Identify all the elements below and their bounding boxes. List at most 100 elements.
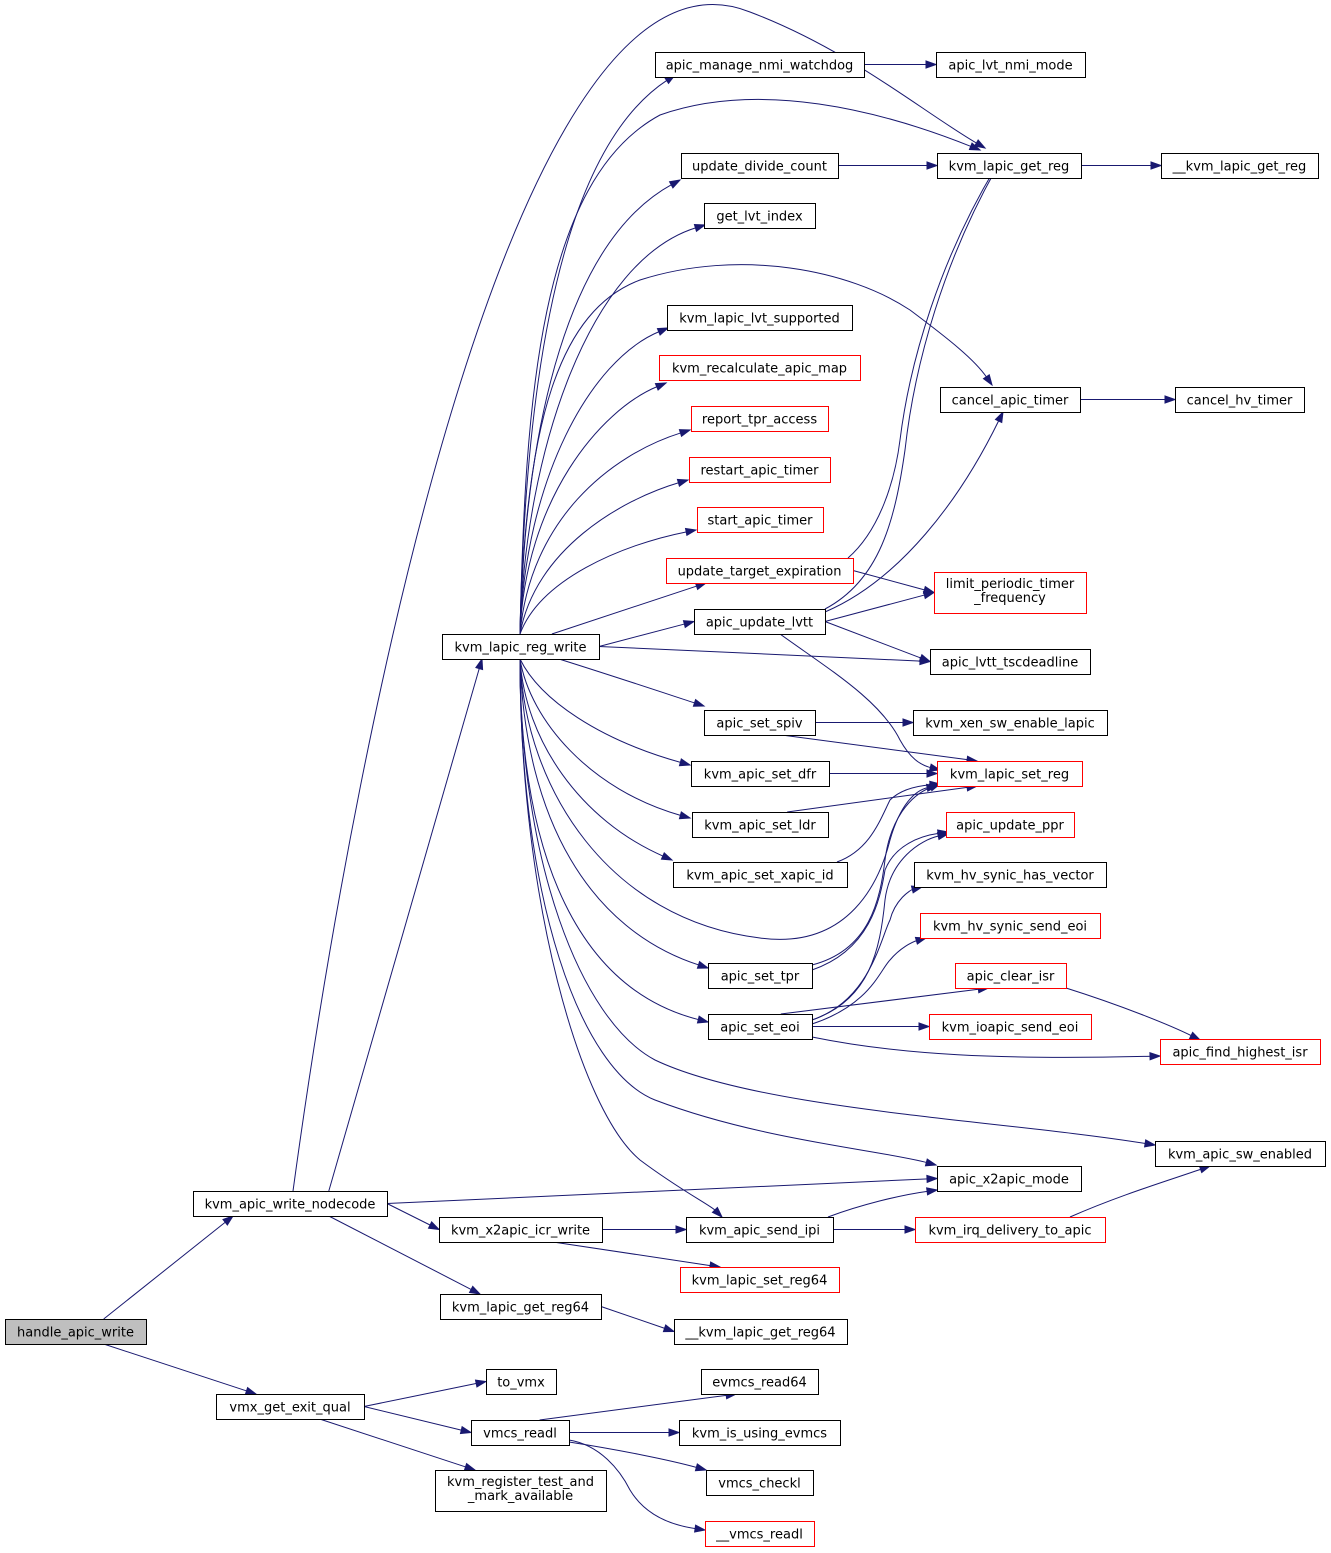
node-start-apic-timer[interactable]: start_apic_timer [697, 507, 824, 533]
node-kvm-lapic-set-reg[interactable]: kvm_lapic_set_reg [937, 761, 1083, 787]
node-apic-x2apic-mode[interactable]: apic_x2apic_mode [937, 1166, 1082, 1192]
node-kvm-hv-synic-has-vector[interactable]: kvm_hv_synic_has_vector [914, 862, 1107, 888]
node-kvm-recalculate-apic-map[interactable]: kvm_recalculate_apic_map [659, 355, 861, 381]
node-report-tpr-access[interactable]: report_tpr_access [691, 406, 829, 432]
node-kvm-lapic-get-reg[interactable]: kvm_lapic_get_reg [937, 153, 1082, 179]
node-label: kvm_lapic_get_reg64 [452, 1301, 589, 1316]
node-box [655, 52, 865, 78]
node-kvm-lapic-get-reg64[interactable]: __kvm_lapic_get_reg64 [674, 1319, 848, 1345]
node-kvm-register-test-and-mark-available[interactable]: kvm_register_test_and_mark_available [435, 1470, 607, 1512]
node-label: apic_x2apic_mode [949, 1173, 1069, 1188]
node-apic-clear-isr[interactable]: apic_clear_isr [955, 963, 1067, 989]
edge-kvm_apic_write_nodecode-to-kvm_x2apic_icr_write [386, 1203, 441, 1231]
node-kvm-apic-write-nodecode[interactable]: kvm_apic_write_nodecode [193, 1191, 388, 1217]
node-box [1175, 387, 1305, 413]
node-kvm-lapic-lvt-supported[interactable]: kvm_lapic_lvt_supported [667, 305, 853, 331]
node-kvm-hv-synic-send-eoi[interactable]: kvm_hv_synic_send_eoi [920, 913, 1101, 939]
node-box [442, 634, 600, 660]
node-box [680, 1267, 840, 1293]
edge-vmcs_readl-to-evmcs_read64 [539, 1391, 738, 1421]
node-label: kvm_lapic_set_reg64 [692, 1274, 828, 1289]
edge-kvm_lapic_reg_write-to-kvm_apic_set_dfr [519, 658, 692, 767]
node-restart-apic-timer[interactable]: restart_apic_timer [689, 457, 831, 483]
node-kvm-irq-delivery-to-apic[interactable]: kvm_irq_delivery_to_apic [915, 1217, 1106, 1243]
node-kvm-ioapic-send-eoi[interactable]: kvm_ioapic_send_eoi [929, 1014, 1092, 1040]
edge-apic_update_lvtt-to-kvm_lapic_set_reg [779, 633, 942, 772]
node-kvm-lapic-reg-write[interactable]: kvm_lapic_reg_write [442, 634, 600, 660]
node-apic-update-ppr[interactable]: apic_update_ppr [946, 812, 1075, 838]
node-to-vmx[interactable]: to_vmx [486, 1369, 557, 1395]
node-label: apic_manage_nmi_watchdog [666, 59, 854, 74]
node-box [1161, 153, 1319, 179]
node-get-lvt-index[interactable]: get_lvt_index [704, 203, 816, 229]
node-label: __kvm_lapic_get_reg64 [684, 1326, 835, 1341]
node-kvm-is-using-evmcs[interactable]: kvm_is_using_evmcs [679, 1420, 841, 1446]
edge-kvm_lapic_reg_write-to-kvm_recalculate_apic_map [519, 382, 668, 635]
node-vmcs-readl[interactable]: vmcs_readl [471, 1420, 570, 1446]
edge-apic_set_eoi-to-kvm_hv_synic_send_eoi [811, 936, 928, 1025]
node-apic-update-lvtt[interactable]: apic_update_lvtt [694, 609, 826, 635]
node-apic-set-tpr[interactable]: apic_set_tpr [708, 963, 813, 989]
node-box [440, 1294, 602, 1320]
node-apic-lvtt-tscdeadline[interactable]: apic_lvtt_tscdeadline [930, 649, 1091, 675]
edge-cancel_apic_timer-to-cancel_hv_timer [1080, 395, 1177, 404]
node-box [193, 1191, 388, 1217]
node-box [486, 1369, 557, 1395]
node-apic-manage-nmi-watchdog[interactable]: apic_manage_nmi_watchdog [655, 52, 865, 78]
edge-kvm_lapic_reg_write-to-apic_x2apic_mode [519, 658, 938, 1167]
node-box [704, 203, 816, 229]
node-box [937, 761, 1083, 787]
node-cancel-apic-timer[interactable]: cancel_apic_timer [940, 387, 1081, 413]
node-box [940, 387, 1081, 413]
node-kvm-lapic-set-reg64[interactable]: kvm_lapic_set_reg64 [680, 1267, 840, 1293]
node-label: kvm_apic_sw_enabled [1168, 1148, 1312, 1163]
node-box [955, 963, 1067, 989]
node-apic-set-eoi[interactable]: apic_set_eoi [708, 1014, 813, 1040]
edge-vmx_get_exit_qual-to-vmcs_readl [363, 1406, 473, 1435]
node-vmcs-readl[interactable]: __vmcs_readl [705, 1521, 815, 1547]
node-evmcs-read64[interactable]: evmcs_read64 [701, 1369, 819, 1395]
node-kvm-x2apic-icr-write[interactable]: kvm_x2apic_icr_write [439, 1217, 603, 1243]
node-kvm-xen-sw-enable-lapic[interactable]: kvm_xen_sw_enable_lapic [913, 710, 1108, 736]
node-box [913, 710, 1108, 736]
node-label: apic_set_tpr [721, 970, 800, 985]
node-label: apic_set_spiv [716, 717, 802, 732]
node-box [689, 457, 831, 483]
node-box [692, 812, 829, 838]
node-update-divide-count[interactable]: update_divide_count [681, 153, 839, 179]
edge-kvm_apic_send_ipi-to-apic_x2apic_mode [827, 1187, 939, 1218]
node-box [708, 1014, 813, 1040]
edge-kvm_lapic_reg_write-to-apic_lvtt_tscdeadline [598, 646, 932, 666]
node-kvm-apic-set-xapic-id[interactable]: kvm_apic_set_xapic_id [673, 862, 848, 888]
node-kvm-apic-sw-enabled[interactable]: kvm_apic_sw_enabled [1155, 1141, 1326, 1167]
node-label: vmx_get_exit_qual [229, 1401, 350, 1416]
edge-update_target_expiration-to-kvm_lapic_get_reg [847, 158, 1001, 559]
edge-handle_apic_write-to-kvm_apic_write_nodecode [103, 1215, 235, 1320]
node-kvm-apic-set-dfr[interactable]: kvm_apic_set_dfr [691, 761, 830, 787]
node-label: kvm_apic_write_nodecode [205, 1198, 376, 1213]
node-kvm-apic-set-ldr[interactable]: kvm_apic_set_ldr [692, 812, 829, 838]
node-apic-lvt-nmi-mode[interactable]: apic_lvt_nmi_mode [936, 52, 1086, 78]
node-kvm-lapic-get-reg64[interactable]: kvm_lapic_get_reg64 [440, 1294, 602, 1320]
node-label: update_divide_count [692, 160, 827, 175]
edge-kvm_lapic_reg_write-to-apic_set_tpr [519, 658, 710, 969]
node-limit-periodic-timer-frequency[interactable]: limit_periodic_timer_frequency [934, 572, 1087, 614]
node-kvm-apic-send-ipi[interactable]: kvm_apic_send_ipi [686, 1217, 834, 1243]
node-vmcs-checkl[interactable]: vmcs_checkl [706, 1470, 814, 1496]
edge-vmx_get_exit_qual-to-to_vmx [363, 1379, 488, 1407]
node-label: __kvm_lapic_get_reg [1172, 160, 1307, 175]
node-cancel-hv-timer[interactable]: cancel_hv_timer [1175, 387, 1305, 413]
node-label: get_lvt_index [716, 210, 803, 225]
node-label: evmcs_read64 [712, 1376, 807, 1391]
node-box [701, 1369, 819, 1395]
node-vmx-get-exit-qual[interactable]: vmx_get_exit_qual [216, 1394, 365, 1420]
node-label: cancel_apic_timer [952, 394, 1069, 409]
node-apic-find-highest-isr[interactable]: apic_find_highest_isr [1160, 1039, 1321, 1065]
node-handle-apic-write[interactable]: handle_apic_write [5, 1319, 147, 1345]
node-apic-set-spiv[interactable]: apic_set_spiv [704, 710, 816, 736]
node-label: kvm_apic_set_dfr [704, 768, 817, 783]
node-update-target-expiration[interactable]: update_target_expiration [666, 558, 854, 584]
node-kvm-lapic-get-reg[interactable]: __kvm_lapic_get_reg [1161, 153, 1319, 179]
node-box [937, 1166, 1082, 1192]
